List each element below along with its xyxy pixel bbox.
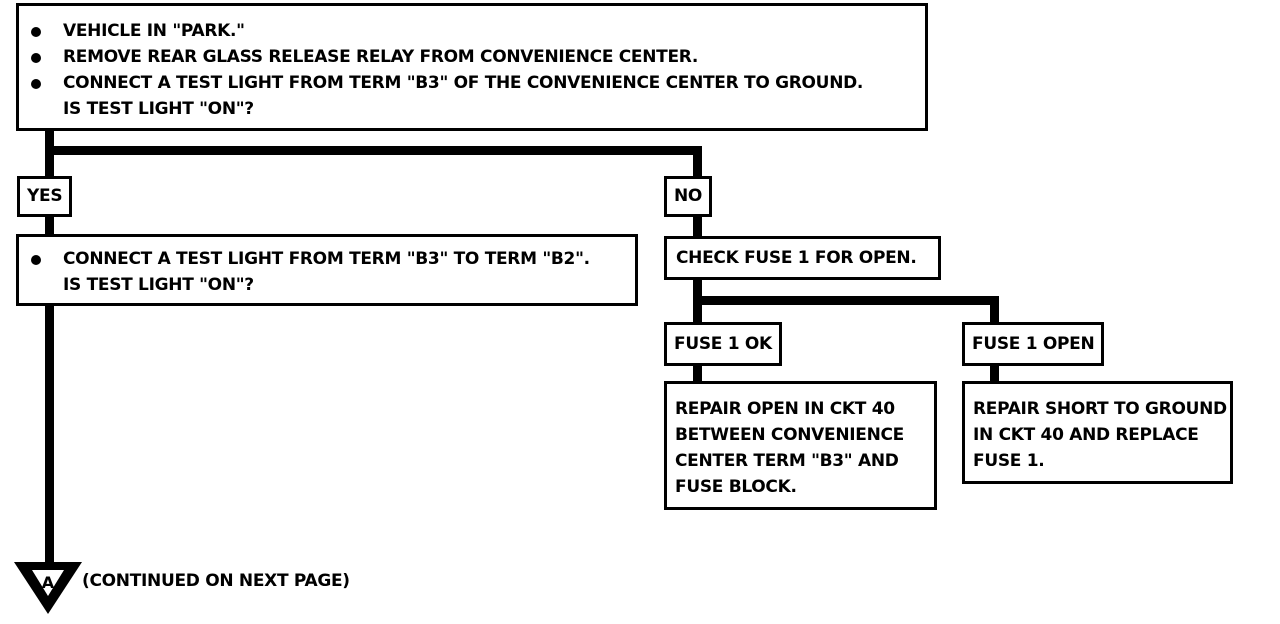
connector-no-to-check (693, 214, 702, 238)
top-question: IS TEST LIGHT "ON"? (63, 99, 254, 119)
continuation-text: (CONTINUED ON NEXT PAGE) (82, 571, 350, 591)
connector-fuse-open-drop (990, 296, 999, 322)
connector-main-trunk (45, 128, 54, 568)
step-connect-test-light: CONNECT A TEST LIGHT FROM TERM "B3" OF T… (19, 70, 925, 96)
fuse-ok-line-3: CENTER TERM "B3" AND (675, 451, 899, 471)
yes-step-list: CONNECT A TEST LIGHT FROM TERM "B3" TO T… (19, 246, 635, 272)
fuse-ok-label: FUSE 1 OK (664, 322, 782, 366)
connector-fuse-branch (693, 296, 999, 305)
continuation-symbol: A (42, 573, 55, 592)
top-step-box: VEHICLE IN "PARK." REMOVE REAR GLASS REL… (16, 3, 928, 131)
yes-label: YES (17, 176, 73, 217)
continuation-triangle-icon: A (14, 562, 82, 614)
fuse-ok-result-box: REPAIR OPEN IN CKT 40 BETWEEN CONVENIENC… (664, 381, 937, 510)
yes-question: IS TEST LIGHT "ON"? (63, 275, 254, 295)
step-vehicle-park: VEHICLE IN "PARK." (19, 18, 925, 44)
fuse-open-line-1: REPAIR SHORT TO GROUND (973, 399, 1227, 419)
fuse-ok-line-4: FUSE BLOCK. (675, 477, 797, 497)
top-step-list: VEHICLE IN "PARK." REMOVE REAR GLASS REL… (19, 18, 925, 96)
fuse-ok-line-2: BETWEEN CONVENIENCE (675, 425, 904, 445)
connector-top-branch (45, 146, 702, 155)
step-remove-relay: REMOVE REAR GLASS RELEASE RELAY FROM CON… (19, 44, 925, 70)
fuse-open-line-3: FUSE 1. (973, 451, 1045, 471)
no-label: NO (664, 176, 713, 217)
connector-fuse-open-down (990, 364, 999, 384)
connector-no-drop (693, 146, 702, 176)
no-step-box: CHECK FUSE 1 FOR OPEN. (664, 236, 941, 280)
fuse-open-label: FUSE 1 OPEN (962, 322, 1105, 366)
step-connect-b3-b2: CONNECT A TEST LIGHT FROM TERM "B3" TO T… (19, 246, 635, 272)
yes-step-box: CONNECT A TEST LIGHT FROM TERM "B3" TO T… (16, 234, 638, 306)
fuse-open-line-2: IN CKT 40 AND REPLACE (973, 425, 1199, 445)
fuse-ok-line-1: REPAIR OPEN IN CKT 40 (675, 399, 895, 419)
fuse-open-result-box: REPAIR SHORT TO GROUND IN CKT 40 AND REP… (962, 381, 1233, 484)
connector-fuse-ok-down (693, 364, 702, 384)
triangle-inner (32, 570, 64, 596)
check-fuse-text: CHECK FUSE 1 FOR OPEN. (676, 248, 917, 268)
